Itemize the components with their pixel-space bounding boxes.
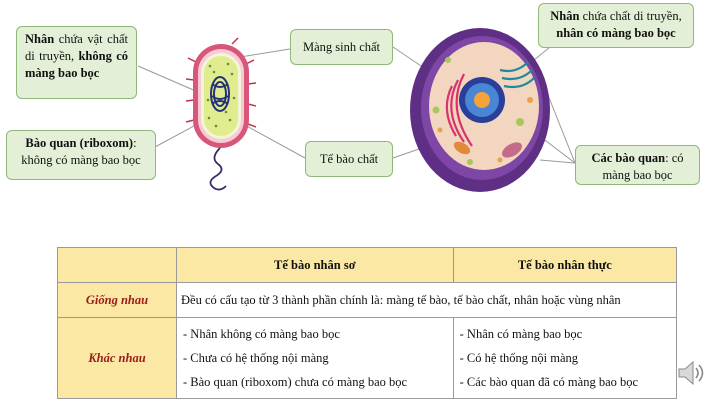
table-header-row: Tế bào nhân sơ Tế bào nhân thực xyxy=(57,247,678,283)
eukaryotic-cell xyxy=(410,28,550,192)
list-item: - Các bào quan đã có màng bao bọc xyxy=(459,375,639,389)
comparison-table: Tế bào nhân sơ Tế bào nhân thực Giống nh… xyxy=(57,247,678,399)
callout-ribosome-text: : không có màng bao bọc xyxy=(21,136,141,167)
prokaryote-differences: - Nhân không có màng bao bọc - Chưa có h… xyxy=(176,317,454,399)
col-header-prokaryote: Tế bào nhân sơ xyxy=(176,247,454,283)
list-item: - Bào quan (riboxom) chưa có màng bao bọ… xyxy=(183,375,408,389)
callout-ribosome: Bào quan (riboxom): không có màng bao bọ… xyxy=(6,130,156,180)
speaker-icon[interactable] xyxy=(676,358,706,388)
list-item: - Chưa có hệ thống nội màng xyxy=(183,351,329,365)
callout-cytoplasm-text: Tế bào chất xyxy=(319,152,379,166)
callout-prokaryote-nucleus-text: chứa vật chất di truyền, xyxy=(25,32,128,63)
callout-eukaryote-nucleus-text: chứa chất di truyền, xyxy=(579,9,682,23)
list-item: - Nhân không có màng bao bọc xyxy=(183,327,340,341)
prokaryotic-cell xyxy=(185,37,257,191)
callout-eukaryote-nucleus: Nhân chứa chất di truyền, nhân có màng b… xyxy=(538,3,694,48)
table-row-similar: Giống nhau Đều có cấu tạo từ 3 thành phầ… xyxy=(57,282,677,318)
callout-eukaryote-nucleus-bold2: nhân có màng bao bọc xyxy=(556,25,676,40)
callout-organelles-text: : có màng bao bọc xyxy=(602,151,684,182)
callout-prokaryote-nucleus: Nhân chứa vật chất di truyền, không có m… xyxy=(16,26,137,99)
callout-organelles: Các bào quan: có màng bao bọc xyxy=(575,145,700,185)
list-item: - Có hệ thống nội màng xyxy=(459,351,579,365)
similar-text: Đều có cấu tạo từ 3 thành phần chính là:… xyxy=(176,282,677,318)
row-label-similar: Giống nhau xyxy=(57,282,177,318)
list-item: - Nhân có màng bao bọc xyxy=(459,327,583,341)
col-header-eukaryote: Tế bào nhân thực xyxy=(452,247,678,283)
callout-eukaryote-nucleus-bold: Nhân xyxy=(550,9,580,23)
callout-cytoplasm: Tế bào chất xyxy=(305,141,393,177)
callout-cell-membrane: Màng sinh chất xyxy=(290,29,393,65)
callout-prokaryote-nucleus-bold2: không có màng bao bọc xyxy=(25,48,128,80)
callout-ribosome-bold: Bào quan (riboxom) xyxy=(25,136,134,150)
table-row-different: Khác nhau - Nhân không có màng bao bọc -… xyxy=(57,317,678,399)
eukaryote-differences: - Nhân có màng bao bọc - Có hệ thống nội… xyxy=(452,317,678,399)
callout-cell-membrane-text: Màng sinh chất xyxy=(302,40,381,54)
cell-diagram xyxy=(137,28,576,192)
callout-prokaryote-nucleus-bold: Nhân xyxy=(25,32,55,46)
row-label-different: Khác nhau xyxy=(57,317,177,399)
table-corner xyxy=(57,247,177,283)
callout-organelles-bold: Các bào quan xyxy=(591,151,666,165)
